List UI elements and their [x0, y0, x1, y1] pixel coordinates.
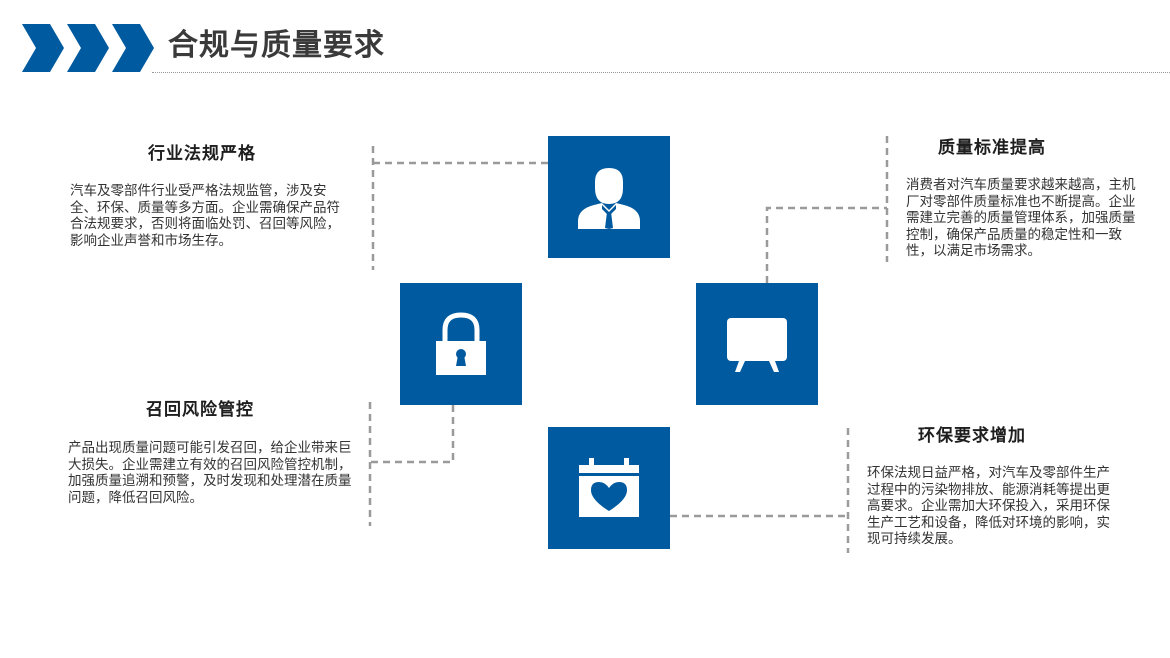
text-environmental: 环保法规日益严格，对汽车及零部件生产过程中的污染物排放、能源消耗等提出更高要求。…	[867, 465, 1110, 547]
chevron-arrow-icon	[67, 24, 109, 72]
calendar-heart-icon	[579, 458, 639, 517]
chevron-arrow-icon	[112, 24, 154, 72]
connector-line	[765, 206, 887, 283]
tile-recall-risk	[400, 283, 522, 405]
tile-quality-standard	[696, 283, 818, 405]
title-divider	[152, 72, 1170, 73]
heading-industry-regulation: 行业法规严格	[148, 144, 256, 164]
whiteboard-icon	[727, 318, 787, 372]
heading-recall-risk: 召回风险管控	[146, 400, 254, 420]
chevron-arrow-icon	[22, 24, 64, 72]
tile-industry-regulation	[548, 136, 670, 258]
tile-environmental	[548, 427, 670, 549]
padlock-icon	[436, 312, 486, 375]
page-title: 合规与质量要求	[168, 28, 385, 63]
heading-environmental: 环保要求增加	[918, 426, 1026, 446]
text-quality-standard: 消费者对汽车质量要求越来越高，主机厂对零部件质量标准也不断提高。企业需建立完善的…	[906, 177, 1136, 259]
businessman-icon	[578, 168, 640, 229]
connector-line	[370, 405, 455, 464]
text-recall-risk: 产品出现质量问题可能引发召回，给企业带来巨大损失。企业需建立有效的召回风险管控机…	[68, 440, 352, 506]
heading-quality-standard: 质量标准提高	[938, 138, 1046, 158]
text-industry-regulation: 汽车及零部件行业受严格法规监管，涉及安全、环保、质量等多方面。企业需确保产品符合…	[70, 183, 340, 249]
